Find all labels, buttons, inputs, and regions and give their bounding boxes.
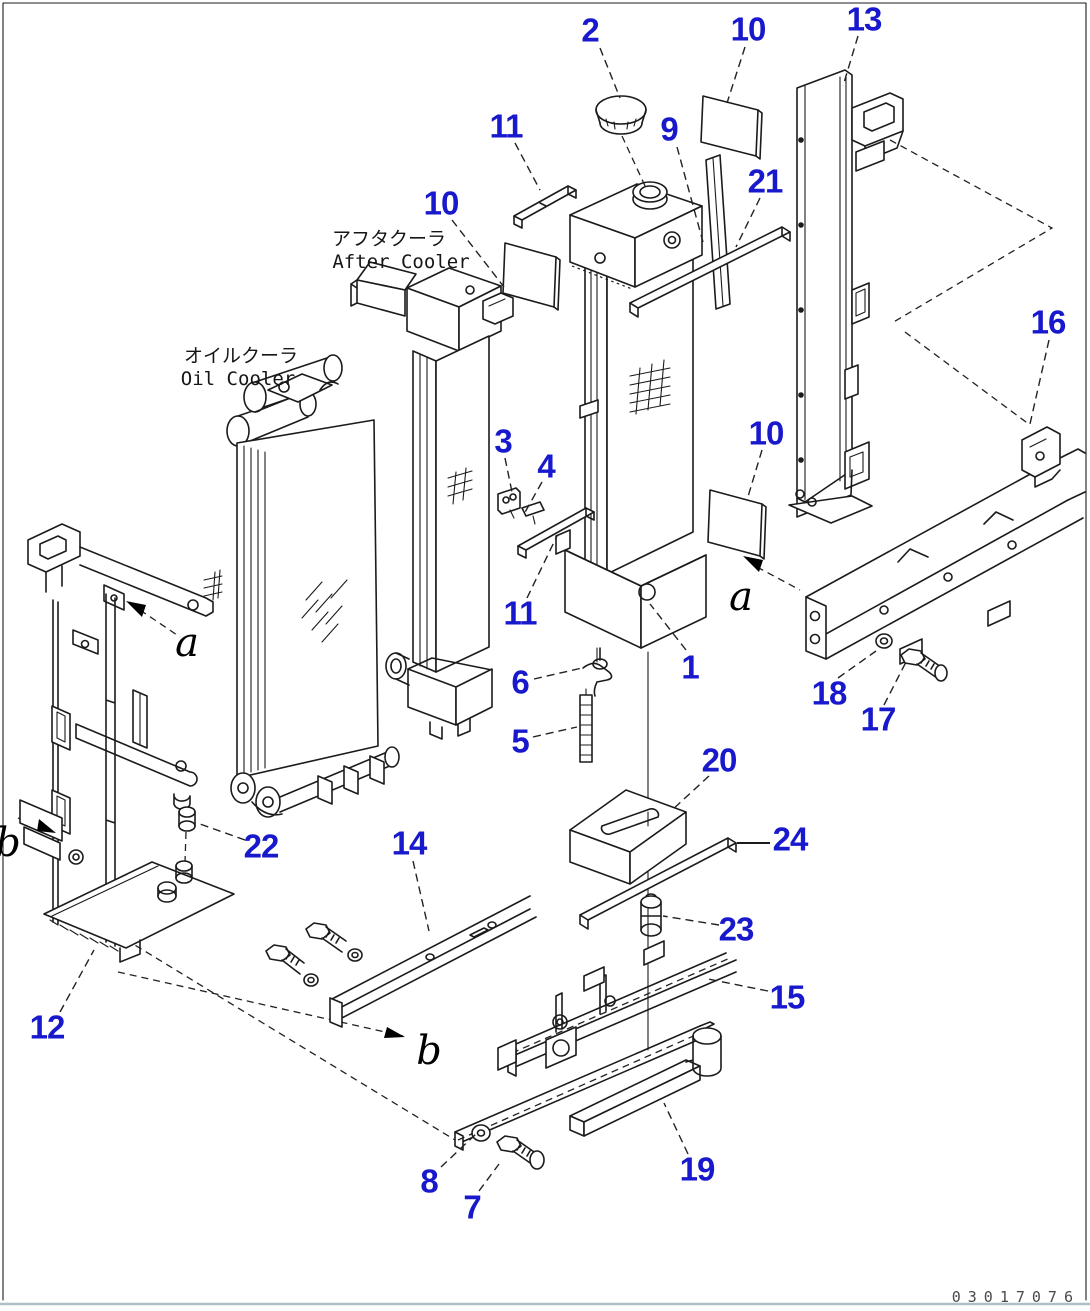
callout-6: 6 — [511, 663, 529, 701]
callout-4: 4 — [537, 447, 555, 485]
left-frame — [19, 523, 235, 963]
callout-15: 15 — [769, 978, 806, 1016]
callout-24: 24 — [772, 820, 809, 858]
callout-9: 9 — [660, 110, 678, 148]
cap-nut-22 — [157, 806, 196, 903]
block-20 — [569, 789, 687, 885]
projection-lines — [17, 139, 1054, 1141]
view-letter-b-bottom: b — [416, 1028, 442, 1074]
clip-4 — [521, 501, 545, 525]
right-panel — [788, 69, 904, 524]
oil-cooler-label-en: Oil Cooler — [180, 368, 296, 391]
view-letter-b-left: b — [0, 823, 21, 863]
bolt-washer-set-a — [305, 922, 363, 962]
after-cooler-label-jp: アフタクーラ — [331, 228, 447, 251]
callout-16: 16 — [1030, 303, 1067, 341]
callout-14: 14 — [391, 824, 428, 862]
bolt-17 — [900, 648, 948, 682]
view-letter-a-left: a — [175, 620, 199, 666]
bolt-7 — [496, 1135, 545, 1170]
pad-10-mid — [502, 242, 561, 311]
callout-2: 2 — [581, 11, 599, 49]
after-cooler — [350, 261, 514, 740]
bar-21 — [629, 226, 791, 318]
clip-16 — [1021, 426, 1061, 488]
radiator — [555, 181, 707, 670]
callout-18: 18 — [811, 674, 848, 712]
strip-9 — [705, 154, 731, 310]
callout-20: 20 — [701, 741, 738, 779]
callout-3: 3 — [494, 422, 512, 460]
callout-10-mid: 10 — [423, 184, 460, 222]
callout-12: 12 — [29, 1008, 66, 1046]
bracket-15-assembly — [454, 940, 737, 1151]
oil-cooler-label-jp: オイルクーラ — [183, 345, 299, 368]
view-letter-a-right: a — [729, 574, 753, 620]
drawing-number: 03017076 — [951, 1288, 1080, 1306]
mount-23 — [640, 893, 662, 937]
callout-1: 1 — [681, 648, 699, 686]
callout-23: 23 — [718, 910, 755, 948]
callout-11-mid: 11 — [503, 594, 538, 632]
washer-8 — [471, 1124, 491, 1142]
radiator-cap — [595, 95, 647, 189]
oil-cooler — [203, 354, 400, 818]
rail-14 — [329, 895, 537, 1028]
callout-11-top: 11 — [489, 107, 524, 145]
after-cooler-label-en: After Cooler — [332, 251, 470, 274]
bolt-washer-set-b — [265, 944, 319, 987]
view-arrows — [37, 556, 763, 1038]
callout-10-top: 10 — [730, 10, 767, 48]
strip-11-top — [513, 185, 577, 229]
tube-5 — [579, 688, 593, 763]
clamp-3 — [497, 487, 521, 519]
callout-22: 22 — [243, 827, 280, 865]
callout-7: 7 — [463, 1188, 481, 1226]
callout-21: 21 — [747, 162, 784, 200]
mount-bracket-right — [805, 448, 1086, 665]
callout-5: 5 — [511, 722, 529, 760]
pad-10-right — [707, 489, 767, 560]
callout-19: 19 — [679, 1150, 716, 1188]
washer-18 — [875, 633, 893, 649]
callout-10-right: 10 — [748, 414, 785, 452]
strip-11-mid — [517, 507, 595, 559]
bar-19 — [569, 1027, 722, 1137]
callout-17: 17 — [860, 700, 897, 738]
hook-6 — [582, 662, 613, 697]
pad-10-top — [700, 95, 763, 160]
callout-8: 8 — [420, 1162, 438, 1200]
leader-lines — [59, 35, 1050, 1192]
bar-24 — [579, 837, 737, 930]
callout-13: 13 — [846, 0, 883, 38]
